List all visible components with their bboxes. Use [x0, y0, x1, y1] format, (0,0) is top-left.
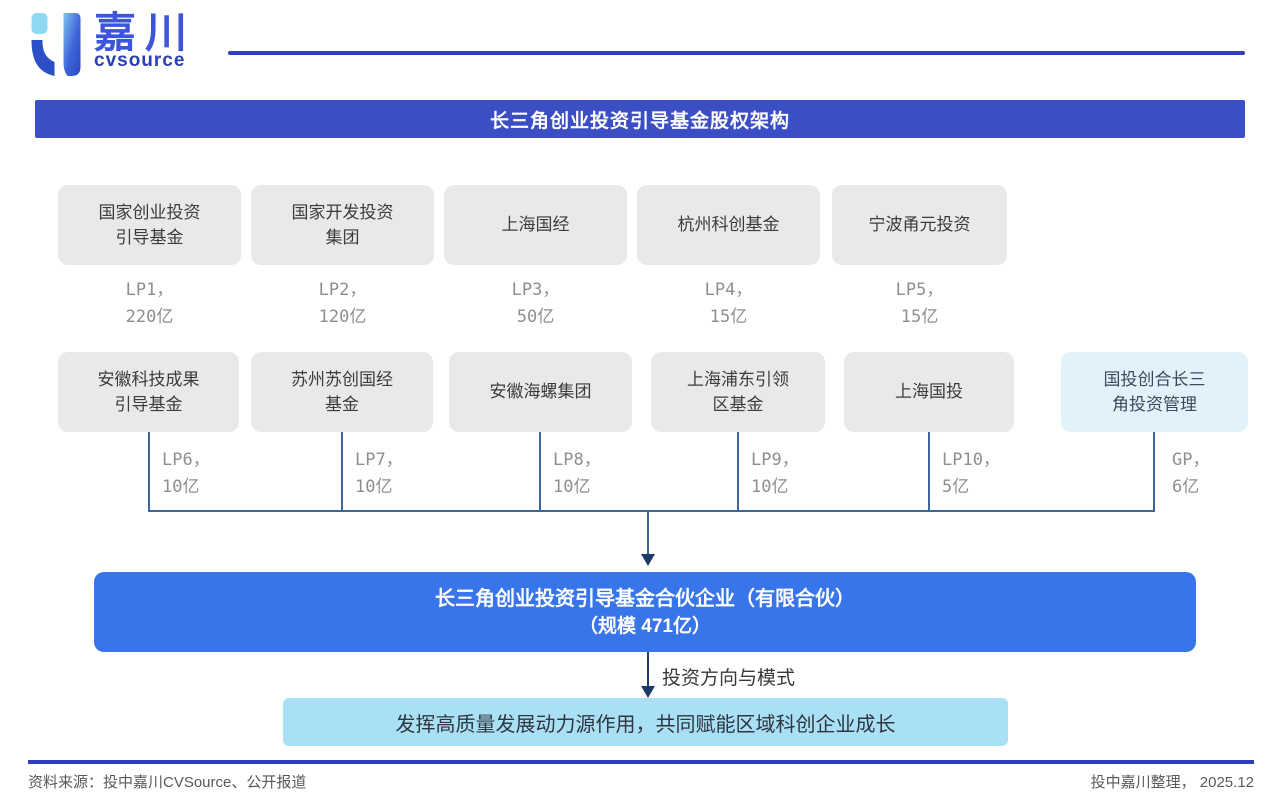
- footer-credit: 投中嘉川整理， 2025.12: [1090, 774, 1254, 791]
- footer-source: 资料来源：投中嘉川CVSource、公开报道: [28, 774, 307, 791]
- fund-partnership-box: 长三角创业投资引导基金合伙企业（有限合伙） （规模 471亿）: [94, 572, 1196, 652]
- flow-direction-label: 投资方向与模式: [662, 668, 796, 689]
- connector-bus-line: [148, 510, 1155, 512]
- footer-divider: [28, 760, 1254, 764]
- entity-box-lp7: 苏州苏创国经 基金: [251, 352, 433, 432]
- stake-label-lp3: LP3， 50亿: [511, 280, 560, 328]
- connector-line: [148, 432, 150, 511]
- diagram-title: 长三角创业投资引导基金股权架构: [489, 110, 790, 132]
- fund-scale: （规模 471亿）: [579, 615, 711, 637]
- fund-name: 长三角创业投资引导基金合伙企业（有限合伙）: [435, 587, 855, 610]
- entity-box-lp3: 上海国经: [444, 185, 627, 265]
- brand-name: 嘉川: [94, 9, 197, 56]
- cvsource-logo-icon: [31, 13, 81, 76]
- mission-box: 发挥高质量发展动力源作用，共同赋能区域科创企业成长: [283, 698, 1008, 746]
- connector-line: [341, 432, 343, 511]
- brand-subtitle: cvsource: [94, 50, 186, 72]
- arrow-stem: [647, 510, 649, 554]
- stake-label-gp: GP， 6亿: [1172, 450, 1210, 498]
- stake-label-lp2: LP2， 120亿: [318, 280, 367, 328]
- arrow-stem: [647, 652, 649, 686]
- header-divider: [228, 51, 1245, 55]
- stake-label-lp6: LP6， 10亿: [162, 450, 210, 498]
- brand-logo: 嘉川 cvsource: [30, 9, 197, 78]
- connector-line: [1153, 432, 1155, 511]
- arrow-down-icon: [641, 554, 655, 566]
- diagram-title-banner: 长三角创业投资引导基金股权架构: [35, 100, 1245, 138]
- stake-label-lp5: LP5， 15亿: [895, 280, 944, 328]
- arrow-down-icon: [641, 686, 655, 698]
- entity-box-gp: 国投创合长三 角投资管理: [1061, 352, 1248, 432]
- entity-box-lp6: 安徽科技成果 引导基金: [58, 352, 239, 432]
- entity-box-lp2: 国家开发投资 集团: [251, 185, 434, 265]
- stake-label-lp7: LP7， 10亿: [355, 450, 403, 498]
- entity-box-lp9: 上海浦东引领 区基金: [651, 352, 825, 432]
- entity-box-lp10: 上海国投: [844, 352, 1014, 432]
- entity-box-lp4: 杭州科创基金: [637, 185, 820, 265]
- connector-line: [928, 432, 930, 511]
- stake-label-lp4: LP4， 15亿: [704, 280, 753, 328]
- connector-line: [737, 432, 739, 511]
- entity-box-lp8: 安徽海螺集团: [449, 352, 632, 432]
- entity-box-lp1: 国家创业投资 引导基金: [58, 185, 241, 265]
- stake-label-lp8: LP8， 10亿: [553, 450, 601, 498]
- stake-label-lp10: LP10， 5亿: [942, 450, 1000, 498]
- entity-box-lp5: 宁波甬元投资: [832, 185, 1007, 265]
- stake-label-lp9: LP9， 10亿: [751, 450, 799, 498]
- stake-label-lp1: LP1， 220亿: [125, 280, 174, 328]
- connector-line: [539, 432, 541, 511]
